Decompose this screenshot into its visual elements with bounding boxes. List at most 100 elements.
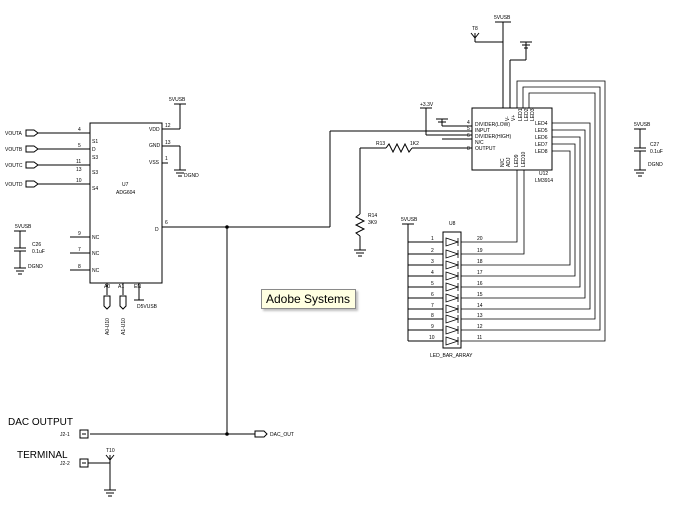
u7-pin-name: NC <box>92 268 100 274</box>
dac-output-heading: DAC OUTPUT <box>8 417 73 428</box>
c26-ground: DGND <box>28 264 43 270</box>
u7-power-nets: 5VUSB DGND <box>162 97 199 179</box>
u7-pin-name: EN <box>134 284 141 290</box>
u7-pin-num: 9 <box>78 231 81 237</box>
voutb-label: VOUTB <box>5 147 23 153</box>
u7-pin-name: NC <box>92 235 100 241</box>
u8-pin-num: 7 <box>431 303 434 309</box>
r14-value: 3K9 <box>368 220 377 226</box>
u7-address-pins: D5VUSB A0-U10 A1-U10 <box>103 283 158 335</box>
u8-pin-num: 9 <box>431 324 434 330</box>
a1-u10-label: A1-U10 <box>121 318 127 335</box>
u7-pin-name: NC <box>92 251 100 257</box>
r14-ref: R14 <box>368 213 377 219</box>
u7-input-connectors: VOUTA VOUTB VOUTC VOUTD <box>5 129 90 188</box>
u12-pin-name: N/C <box>500 158 506 167</box>
u12-pin-name: LED4 <box>535 121 548 127</box>
u8-pin-num: 2 <box>431 248 434 254</box>
u8-pin-num: 10 <box>429 335 435 341</box>
u12-pin-name: DIVIDER(HIGH) <box>475 134 511 140</box>
u7-pin-num: 11 <box>76 159 81 165</box>
u7-gnd-net: DGND <box>184 173 199 179</box>
u12-pin-num: 6 <box>467 133 470 139</box>
c27-ground: DGND <box>648 162 663 168</box>
led-bus <box>461 80 606 342</box>
dac-output-terminal: DAC OUTPUT TERMINAL J2-1 J2-2 T10 <box>8 417 116 497</box>
u7-pin-name: S3 <box>92 155 98 161</box>
u12-pin-name: INPUT <box>475 128 490 134</box>
capacitor-c27: 5VUSB C27 0.1uF DGND <box>634 122 663 177</box>
u7-pin-name: A1 <box>118 284 124 290</box>
u12-pin-num: 5 <box>467 126 470 132</box>
c26-supply: 5VUSB <box>15 224 32 230</box>
u12-vplus-net: 5VUSB <box>494 15 511 21</box>
u7-pin-num: 7 <box>78 247 81 253</box>
u12-pin-name: OUTPUT <box>475 146 496 152</box>
c26-ref: C26 <box>32 242 41 248</box>
t10-label: T10 <box>106 448 115 454</box>
u12-chip: DIVIDER(LOW) INPUT DIVIDER(HIGH) N/C OUT… <box>467 107 553 184</box>
u8-pin-num: 12 <box>477 324 483 330</box>
dac-out-port-label: DAC_OUT <box>270 432 294 438</box>
u7-pin-name: VSS <box>149 160 160 166</box>
u12-pin-name: ADJ <box>506 157 512 167</box>
u7-pin-name: S3 <box>92 170 98 176</box>
u8-pin-num: 13 <box>477 313 483 319</box>
u12-part: LM3914 <box>535 178 553 184</box>
adobe-systems-tooltip: Adobe Systems <box>261 289 356 309</box>
c26-value: 0.1uF <box>32 249 45 255</box>
u7-en-net: D5VUSB <box>137 304 158 310</box>
u12-pin-name: LED10 <box>521 151 527 167</box>
resistor-network: R13 1K2 R14 3K9 <box>354 141 472 257</box>
u7-part: ADG604 <box>116 190 135 196</box>
u12-pin-name: LED3 <box>530 108 536 121</box>
u8-pin-num: 11 <box>477 335 482 341</box>
u8-pin-num: 5 <box>431 281 434 287</box>
u7-pin-num: 10 <box>76 178 82 184</box>
u8-pin-num: 14 <box>477 303 483 309</box>
u7-pin-name: S1 <box>92 139 98 145</box>
u8-pin-num: 8 <box>431 313 434 319</box>
u8-part: LED_BAR_ARRAY <box>430 353 473 359</box>
a0-u10-label: A0-U10 <box>105 318 111 335</box>
u7-pin-num: 8 <box>78 264 81 270</box>
r13-value: 1K2 <box>410 141 419 147</box>
u8-pin-num: 15 <box>477 292 483 298</box>
u8-diode-symbols <box>445 237 460 346</box>
u8-pin-num: 3 <box>431 259 434 265</box>
c27-value: 0.1uF <box>650 149 663 155</box>
terminal-heading: TERMINAL <box>17 450 68 461</box>
u7-pin-name: VDD <box>149 127 160 133</box>
u8-pin-num: 1 <box>431 236 434 242</box>
output-net: DAC_OUT <box>90 130 472 438</box>
u7-pin-num: 13 <box>165 140 171 146</box>
u12-pin-name: V+ <box>511 115 517 121</box>
u8-pin-num: 16 <box>477 281 483 287</box>
u7-pin-num: 12 <box>165 123 171 129</box>
u8-ref: U8 <box>449 221 456 227</box>
voutd-label: VOUTD <box>5 182 23 188</box>
r13-ref: R13 <box>376 141 385 147</box>
j2-2-label: J2-2 <box>60 461 70 467</box>
u8-supply: 5VUSB <box>401 217 418 223</box>
u12-pin-name: LED7 <box>535 142 548 148</box>
u12-pin-name: LED8 <box>535 149 548 155</box>
u12-pin-name: LED6 <box>535 135 548 141</box>
u12-pin-name: N/C <box>475 140 484 146</box>
u7-chip: U7 ADG604 4 S1 5 D 11 S3 13 S3 10 S4 9 N… <box>70 122 171 290</box>
u12-pin-name: DIVIDER(LOW) <box>475 122 510 128</box>
u7-vdd-net: 5VUSB <box>169 97 186 103</box>
u7-ref: U7 <box>122 182 129 188</box>
j2-1-label: J2-1 <box>60 432 70 438</box>
u12-pin-name: LED9 <box>514 154 520 167</box>
u12-pin-num: 4 <box>467 120 470 126</box>
u8-pin-num: 6 <box>431 292 434 298</box>
u12-divider-nets: +3.3V <box>420 102 472 140</box>
t8-label: T8 <box>472 26 478 32</box>
voutc-label: VOUTC <box>5 163 23 169</box>
u8-supply-ticks <box>408 241 418 342</box>
u7-pin-name: D <box>92 147 96 153</box>
u8-pin-num: 18 <box>477 259 483 265</box>
u7-pin-name: D <box>155 227 159 233</box>
